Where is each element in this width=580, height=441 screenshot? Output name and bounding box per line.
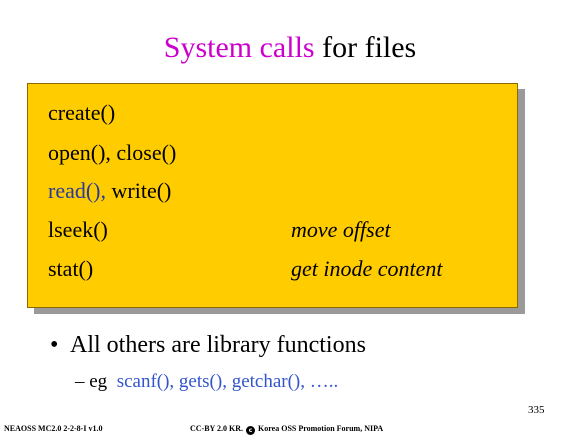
note-stat: get inode content — [291, 256, 443, 281]
copyright-icon: c — [246, 426, 256, 435]
bullet-library: • All others are library functions — [50, 330, 366, 360]
sub-bullet-examples: – eg scanf(), gets(), getchar(), ….. — [75, 370, 338, 394]
sub-dash: – eg — [75, 371, 108, 392]
row-create: create() — [48, 100, 116, 125]
row-lseek: lseek() move offset — [48, 217, 391, 242]
page-number: 335 — [528, 404, 545, 416]
note-lseek: move offset — [291, 217, 391, 242]
row-read-write: read(), write() — [48, 178, 171, 204]
write-call: write() — [106, 178, 172, 203]
sub-funcs: scanf(), gets(), getchar(), ….. — [116, 371, 339, 392]
footer-left: NEAOSS MC2.0 2-2-8-I v1.0 — [4, 424, 103, 433]
read-call: read(), — [48, 178, 107, 203]
bullet-symbol: • — [50, 332, 59, 358]
bullet-text: All others are library functions — [70, 332, 366, 358]
slide-title: System calls for files — [0, 30, 580, 66]
row-stat: stat() get inode content — [48, 256, 443, 281]
footer-license: CC-BY 2.0 KR. — [190, 424, 244, 433]
footer-org: Korea OSS Promotion Forum, NIPA — [258, 424, 384, 433]
title-rest: for files — [314, 31, 417, 64]
row-open-close: open(), close() — [48, 140, 177, 165]
footer-center: CC-BY 2.0 KR. c Korea OSS Promotion Foru… — [190, 424, 383, 435]
syscall-box: create() open(), close() read(), write()… — [27, 83, 518, 308]
title-highlight: System calls — [163, 31, 315, 64]
